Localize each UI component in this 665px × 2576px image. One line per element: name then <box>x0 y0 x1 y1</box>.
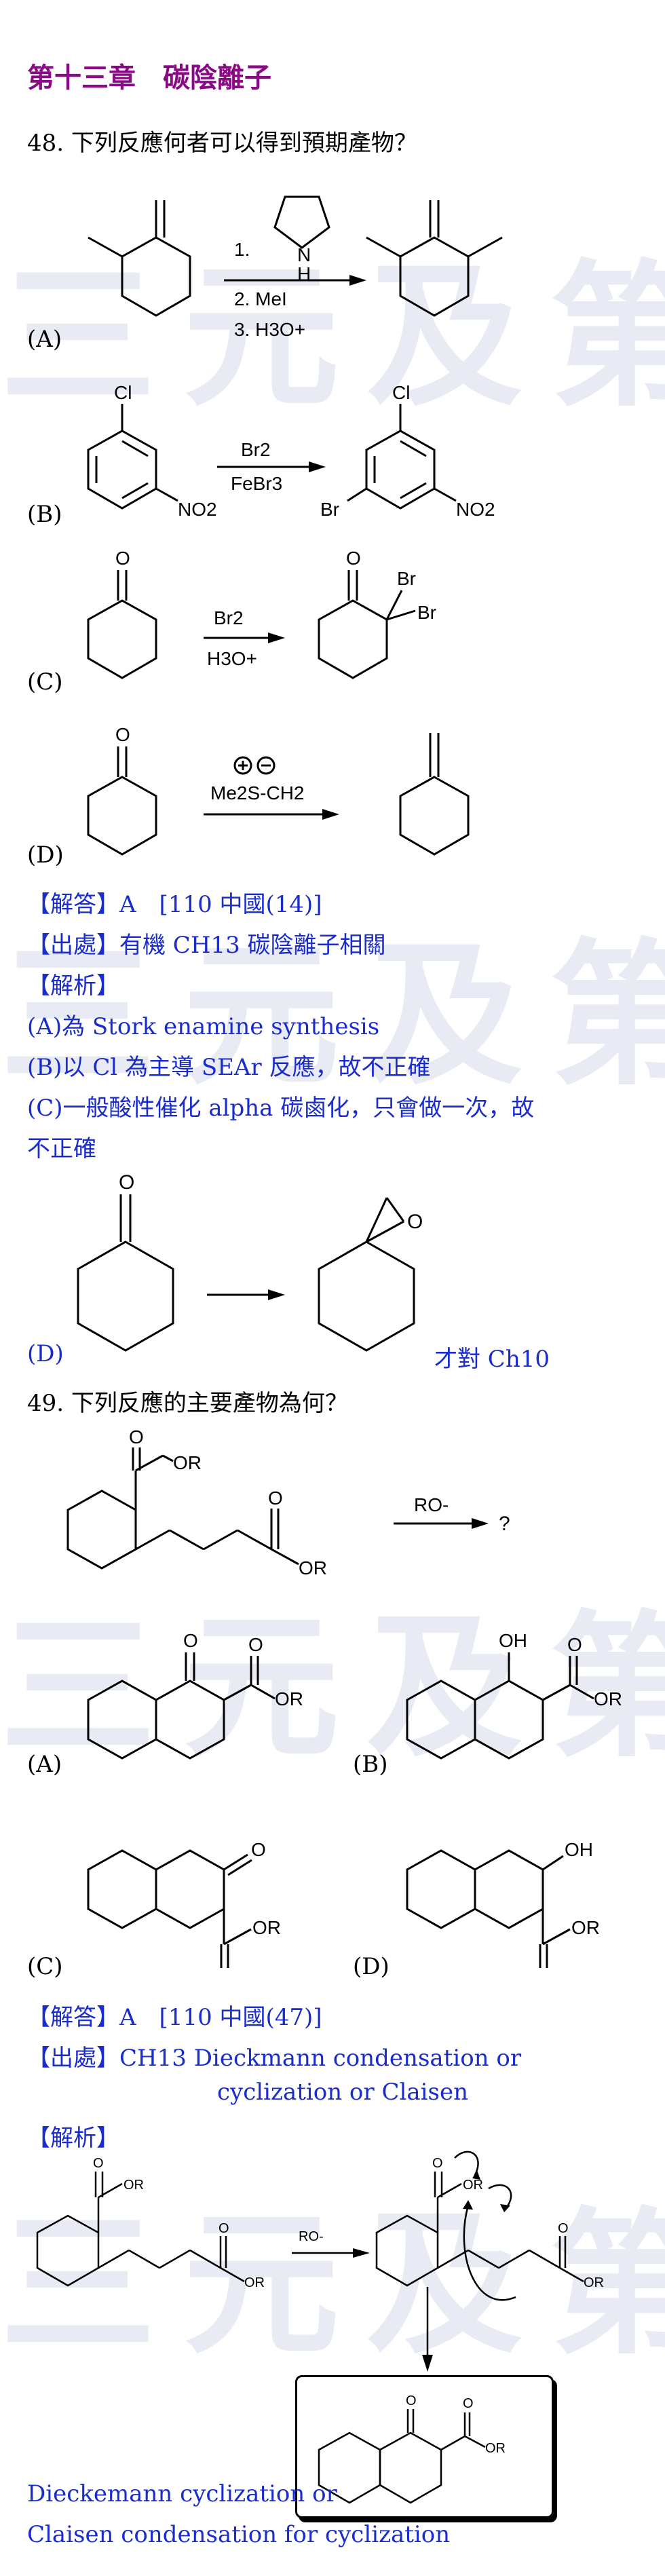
q48-analysis-c2: 不正確 <box>27 1135 96 1162</box>
q48-a-scheme: N H 1. 2. MeI 3. H3O+ <box>88 195 503 340</box>
q49-product-box <box>295 2375 554 2518</box>
q48-source: 【出處】有機 CH13 碳陰離子相關 <box>27 932 386 959</box>
q49-reactant-or1: OR <box>173 1452 202 1473</box>
q49-d-oh: OH <box>565 1839 593 1860</box>
q49-a-o: O <box>183 1630 198 1651</box>
q48-b-br: Br <box>320 499 339 520</box>
q49-mech-reagent: RO- <box>299 2229 324 2244</box>
q48-label-a: (A) <box>27 326 62 353</box>
chapter-title: 第十三章 碳陰離子 <box>27 62 271 94</box>
q49-product: ? <box>499 1513 510 1535</box>
q48-analysis-d-note: 才對 Ch10 <box>434 1346 550 1373</box>
q48-b-scheme: Cl NO2 Br2 FeBr3 Cl NO2 Br <box>87 382 495 520</box>
q48-d-scheme: O Me2S-CH2 <box>87 724 470 856</box>
q49-source1: 【出處】CH13 Dieckmann condensation or <box>27 2045 522 2072</box>
q48-analysis-c1: (C)一般酸性催化 alpha 碳鹵化，只會做一次，故 <box>27 1095 535 1122</box>
q49-c-or: OR <box>252 1917 281 1938</box>
q49-mech-or4: OR <box>584 2275 604 2290</box>
q48-c-reagent-bottom: H3O+ <box>207 648 257 669</box>
q48-c-o2: O <box>346 548 361 569</box>
q49-reactant-scheme: O OR O OR RO- ? <box>66 1426 510 1578</box>
q49-answer: 【解答】A [110 中國(47)] <box>27 2004 322 2031</box>
q48-b-cl: Cl <box>114 382 132 403</box>
q48-a-n: N <box>297 244 311 265</box>
q49-b-o2: O <box>567 1634 582 1655</box>
q49-conclusion2: Claisen condensation for cyclization <box>27 2521 451 2548</box>
q48-d-reagent: Me2S-CH2 <box>210 782 304 803</box>
q48-label-d: (D) <box>27 841 64 869</box>
q48-b-no2b: NO2 <box>456 499 495 520</box>
q48-analysis-a: (A)為 Stork enamine synthesis <box>27 1013 380 1040</box>
q49-a-o2: O <box>248 1634 263 1655</box>
q48-c-o: O <box>115 548 130 569</box>
q49-reactant-o1: O <box>129 1426 144 1447</box>
q48-b-reagent-bottom: FeBr3 <box>231 473 282 494</box>
q49-b-oh: OH <box>499 1630 527 1651</box>
q49-mech-o3: O <box>432 2156 443 2171</box>
q48-c-br1: Br <box>397 568 416 589</box>
q49-mech-o1: O <box>93 2156 104 2171</box>
q49-mech-or2: OR <box>244 2275 265 2290</box>
q48-analysis-d-o2: O <box>407 1211 423 1233</box>
q49-mech-or5: OR <box>485 2441 506 2456</box>
q49-mech-or3: OR <box>463 2178 483 2193</box>
q48-label-c: (C) <box>27 668 63 696</box>
watermark: 三元及第 <box>0 2195 665 2376</box>
q48-analysis-head: 【解析】 <box>27 972 119 1000</box>
q49-question: 49. 下列反應的主要產物為何？ <box>27 1390 348 1417</box>
q49-reactant-o2: O <box>268 1488 283 1509</box>
q48-c-br2: Br <box>417 602 436 623</box>
watermark: 三元及第 <box>0 926 665 1107</box>
q48-b-reagent-top: Br2 <box>241 439 271 460</box>
q48-analysis-d-o: O <box>119 1171 134 1194</box>
q49-c-o: O <box>251 1839 266 1860</box>
q49-reagent: RO- <box>414 1494 449 1515</box>
q49-analysis-head: 【解析】 <box>27 2125 119 2152</box>
q48-analysis-d-scheme: O O <box>77 1171 423 1352</box>
q49-mech-o6: O <box>463 2396 474 2411</box>
q48-b-no2: NO2 <box>178 499 217 520</box>
q48-a-r2: 2. MeI <box>234 288 287 309</box>
q49-mechanism-scheme: O OR O OR RO- O OR O OR O O OR <box>36 2151 604 2504</box>
q48-question: 48. 下列反應何者可以得到預期產物？ <box>27 130 417 157</box>
q49-mech-o5: O <box>406 2393 417 2408</box>
q49-d-or: OR <box>571 1917 600 1938</box>
q48-label-b: (B) <box>27 501 62 528</box>
q49-mech-o4: O <box>558 2221 569 2236</box>
q49-reactant-or2: OR <box>299 1557 327 1578</box>
q48-d-o: O <box>115 724 130 745</box>
q48-a-h: H <box>297 263 311 284</box>
q48-c-reagent-top: Br2 <box>214 607 244 628</box>
q49-label-b: (B) <box>353 1751 388 1778</box>
q48-analysis-d-label: (D) <box>27 1340 64 1367</box>
q48-a-r1: 1. <box>234 239 250 260</box>
q48-c-scheme: O Br2 H3O+ O Br Br <box>87 548 436 679</box>
q48-a-r3: 3. H3O+ <box>234 319 305 340</box>
q49-label-d: (D) <box>353 1953 390 1980</box>
watermark: 三元及第 <box>0 247 665 428</box>
q49-label-a: (A) <box>27 1751 62 1778</box>
q49-source2: cyclization or Claisen <box>217 2079 468 2106</box>
q49-options-scheme: O O OR OH O OR O OR OH OR <box>87 1630 622 1968</box>
q49-conclusion1: Dieckemann cyclization or <box>27 2480 337 2507</box>
q49-a-or: OR <box>275 1688 303 1709</box>
q49-mech-o2: O <box>218 2221 229 2236</box>
q49-b-or: OR <box>594 1688 622 1709</box>
q48-b-cl2: Cl <box>392 382 410 403</box>
q48-analysis-b: (B)以 Cl 為主導 SEAr 反應，故不正確 <box>27 1054 431 1081</box>
q49-label-c: (C) <box>27 1953 63 1980</box>
q49-mech-or1: OR <box>124 2178 144 2193</box>
q48-answer: 【解答】A [110 中國(14)] <box>27 891 322 918</box>
